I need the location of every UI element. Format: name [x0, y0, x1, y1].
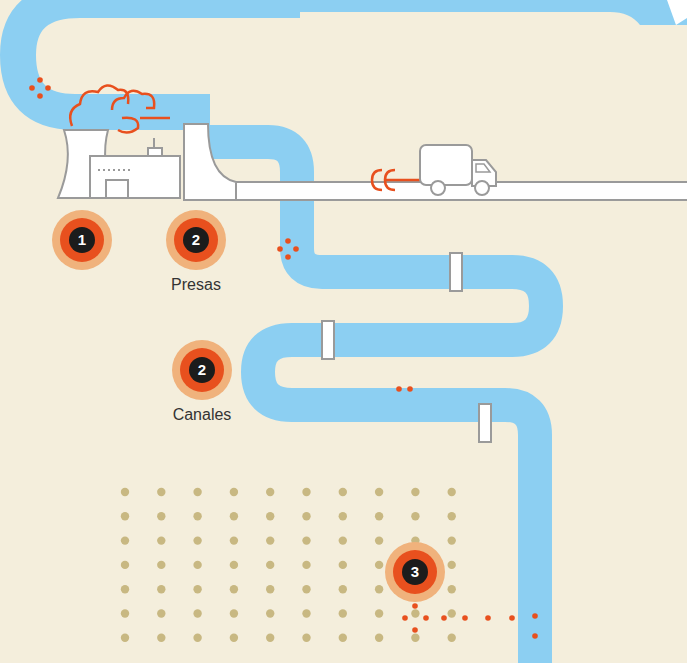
pollution-dots — [29, 77, 538, 639]
crop-field — [121, 488, 456, 642]
river — [18, 0, 300, 112]
smoke — [70, 85, 170, 132]
road — [190, 182, 687, 200]
callout-marker: 2Canales — [172, 340, 232, 400]
windows — [98, 169, 132, 171]
truck — [372, 145, 496, 195]
door — [106, 180, 128, 198]
canal-gates — [322, 253, 491, 442]
roof-box — [148, 148, 162, 156]
callout-number: 1 — [52, 210, 112, 270]
canal — [200, 142, 546, 663]
callout-marker: 3 — [385, 542, 445, 602]
dam — [184, 124, 236, 200]
chimney — [153, 138, 155, 148]
callout-marker: 2Presas — [166, 210, 226, 270]
lake — [245, 0, 687, 25]
shore-stripe — [667, 0, 687, 25]
callout-number: 2 — [172, 340, 232, 400]
callout-caption: Canales — [142, 406, 262, 424]
callout-number: 3 — [385, 542, 445, 602]
callout-marker: 1 — [52, 210, 112, 270]
callout-caption: Presas — [136, 276, 256, 294]
plant-building — [90, 156, 180, 198]
callout-number: 2 — [166, 210, 226, 270]
